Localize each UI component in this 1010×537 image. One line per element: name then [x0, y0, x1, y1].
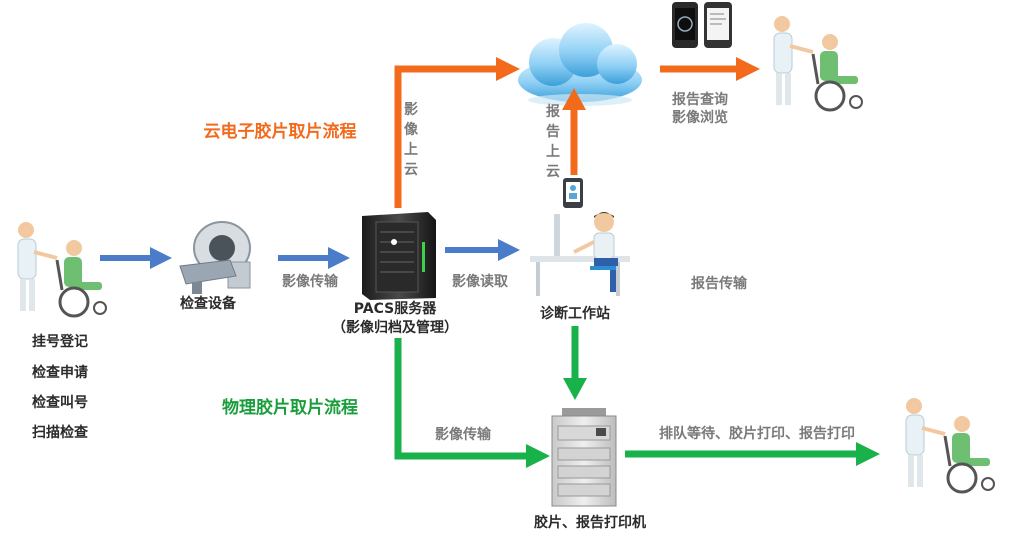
arrow-pacs-to-workstation [445, 239, 520, 261]
edge-report-transfer: 报告传输 [691, 275, 748, 292]
node-pacs-sublabel: （影像归档及管理） [332, 319, 458, 336]
doctor-workstation-icon [530, 212, 630, 296]
arrow-patient-to-device [100, 247, 172, 269]
edge-report-upload-1: 报 [546, 104, 560, 120]
patient-wheelchair-icon-bottom [905, 398, 995, 494]
edge-image-read: 影像读取 [452, 273, 509, 290]
mobile-phones-icon [672, 2, 732, 48]
arrow-cloud-to-patient [660, 57, 760, 81]
edge-image-transfer-1: 影像传输 [282, 273, 339, 290]
physical-flow-title: 物理胶片取片流程 [222, 397, 358, 418]
edge-image-upload-4: 云 [404, 162, 418, 178]
step-call: 检查叫号 [32, 394, 88, 411]
arrow-workstation-to-printer [563, 326, 587, 400]
step-scan: 扫描检查 [32, 424, 89, 441]
edge-report-upload-4: 云 [546, 164, 560, 180]
step-apply: 检查申请 [32, 364, 88, 381]
arrow-pacs-to-cloud [394, 57, 520, 208]
patient-wheelchair-icon-top [773, 16, 863, 112]
patient-wheelchair-icon [17, 222, 107, 318]
arrow-printer-to-patient [625, 442, 880, 466]
edge-report-query: 报告查询 [672, 91, 728, 108]
edge-image-upload-2: 像 [404, 121, 419, 138]
arrow-pacs-to-printer [394, 338, 550, 468]
tablet-report-icon [563, 178, 583, 208]
ct-scanner-icon [179, 221, 251, 294]
node-pacs-label: PACS服务器 [354, 300, 437, 317]
arrow-device-to-pacs [278, 247, 350, 269]
edge-report-upload-3: 上 [546, 144, 560, 160]
node-device-label: 检查设备 [180, 295, 237, 312]
node-printer-label: 胶片、报告打印机 [534, 514, 646, 531]
edge-report-upload-2: 告 [546, 123, 560, 140]
edge-image-browse: 影像浏览 [672, 109, 728, 126]
node-workstation-label: 诊断工作站 [540, 305, 610, 322]
edge-queue-print: 排队等待、胶片打印、报告打印 [659, 425, 855, 442]
edge-image-upload-3: 上 [404, 142, 418, 158]
edge-image-upload-1: 影 [404, 102, 418, 118]
arrow-report-to-cloud [562, 88, 586, 175]
cloud-icon [518, 23, 642, 106]
step-register: 挂号登记 [32, 333, 88, 350]
film-printer-icon [551, 408, 617, 507]
edge-image-transfer-2: 影像传输 [435, 426, 492, 443]
cloud-flow-title: 云电子胶片取片流程 [204, 121, 357, 142]
pacs-server-icon [362, 212, 436, 300]
